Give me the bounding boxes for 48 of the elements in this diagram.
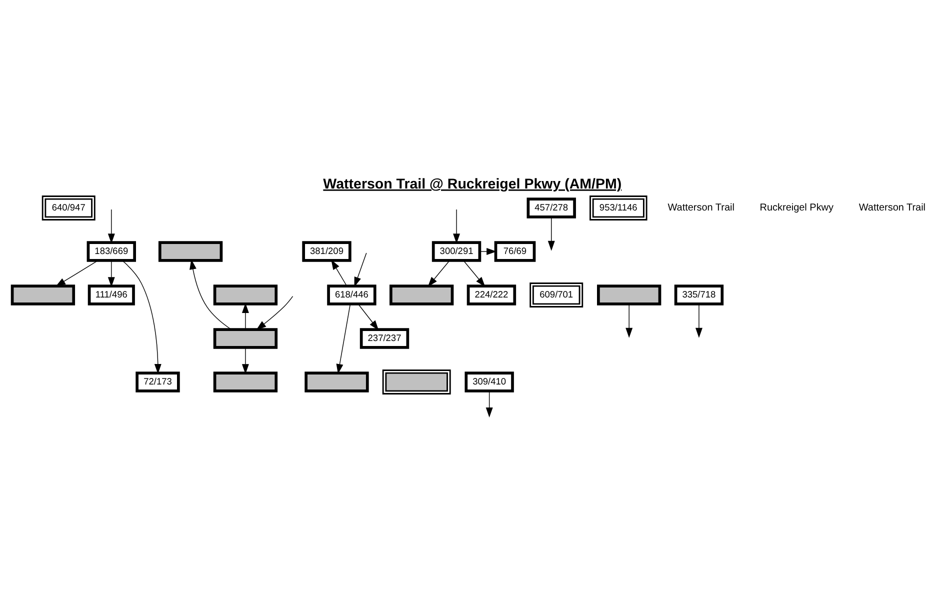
arrow — [354, 252, 367, 288]
node-box — [597, 284, 662, 306]
arrow — [122, 260, 162, 374]
label: Ruckreigel Pkwy — [760, 202, 834, 214]
arrow — [56, 260, 98, 287]
arrow — [453, 209, 460, 244]
node-box: 111/496 — [88, 284, 135, 306]
arrow — [358, 304, 379, 330]
arrow — [331, 260, 348, 286]
node-box: 640/947 — [42, 196, 96, 220]
arrow — [626, 304, 633, 338]
arrow — [479, 248, 497, 255]
node-box: 224/222 — [466, 284, 516, 306]
arrow — [242, 347, 249, 374]
arrow — [108, 209, 115, 244]
node-box — [213, 328, 278, 349]
node-box: 953/1146 — [590, 196, 648, 220]
label: Watterson Trail — [858, 202, 926, 214]
arrow — [695, 304, 702, 338]
node-box — [213, 284, 278, 306]
node-box: 309/410 — [464, 372, 514, 392]
label: Watterson Trail — [668, 202, 734, 214]
node-box: 335/718 — [674, 284, 724, 306]
node-box — [304, 372, 369, 392]
arrow — [190, 259, 232, 330]
arrow — [486, 390, 493, 418]
arrow — [336, 304, 351, 374]
node-box — [158, 241, 223, 262]
node-box — [213, 372, 278, 392]
node-box: 300/291 — [432, 241, 482, 262]
node-box — [390, 284, 454, 306]
arrow — [108, 260, 115, 288]
diagram-title: Watterson Trail @ Ruckreigel Pkwy (AM/PM) — [323, 176, 622, 192]
arrow — [463, 260, 486, 287]
arrow — [242, 302, 249, 330]
arrow — [548, 216, 555, 251]
node-box: 183/669 — [86, 241, 136, 262]
node-box: 457/278 — [526, 198, 576, 218]
node-box — [382, 370, 451, 394]
arrow — [428, 260, 450, 287]
node-box: 72/173 — [136, 372, 180, 392]
node-box: 609/701 — [530, 282, 584, 308]
arrow — [256, 296, 294, 330]
node-box: 381/209 — [302, 241, 352, 262]
node-box — [10, 284, 76, 306]
node-box: 237/237 — [360, 328, 410, 349]
node-box: 76/69 — [494, 241, 536, 262]
node-box: 618/446 — [327, 284, 376, 306]
